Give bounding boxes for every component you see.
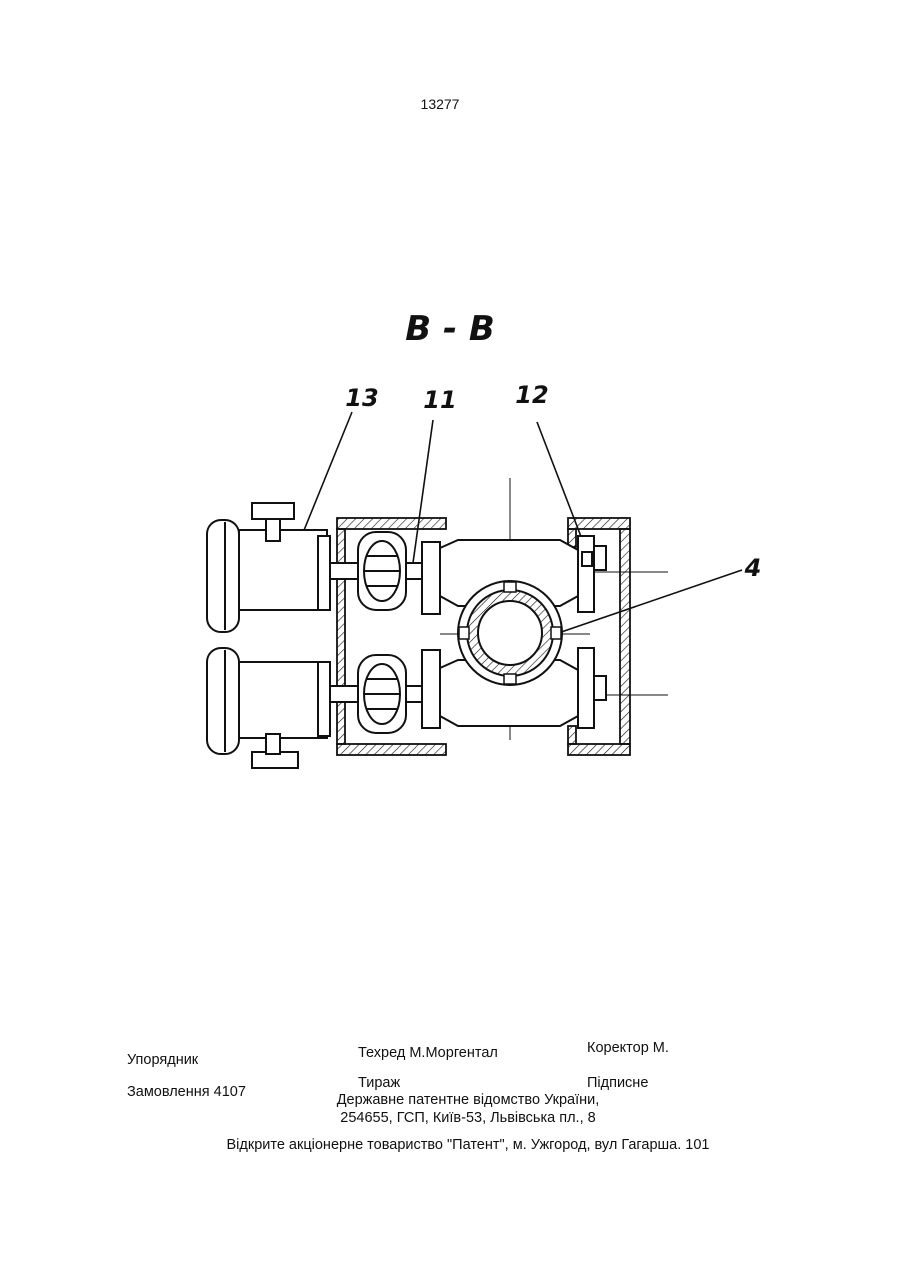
circulation-label: Тираж [358,1075,400,1091]
central-pipe [458,581,562,685]
motors [207,503,330,768]
label-12: 12 [515,381,548,409]
office-line-2: 254655, ГСП, Київ-53, Львівська пл., 8 [0,1110,901,1126]
techred-label: Техред М.Моргентал [358,1045,498,1061]
label-13: 13 [345,384,378,412]
office-line-1: Державне патентне відомство України, [0,1092,901,1108]
corrector-label: Коректор М. [587,1040,669,1056]
compiler-label: Упорядник [127,1052,198,1068]
subscription-label: Підписне [587,1075,648,1091]
section-label: B - B [405,309,495,349]
couplings [330,532,440,733]
label-4: 4 [744,554,762,582]
label-11: 11 [423,386,456,414]
company-line: Відкрите акціонерне товариство "Патент",… [0,1137,901,1153]
